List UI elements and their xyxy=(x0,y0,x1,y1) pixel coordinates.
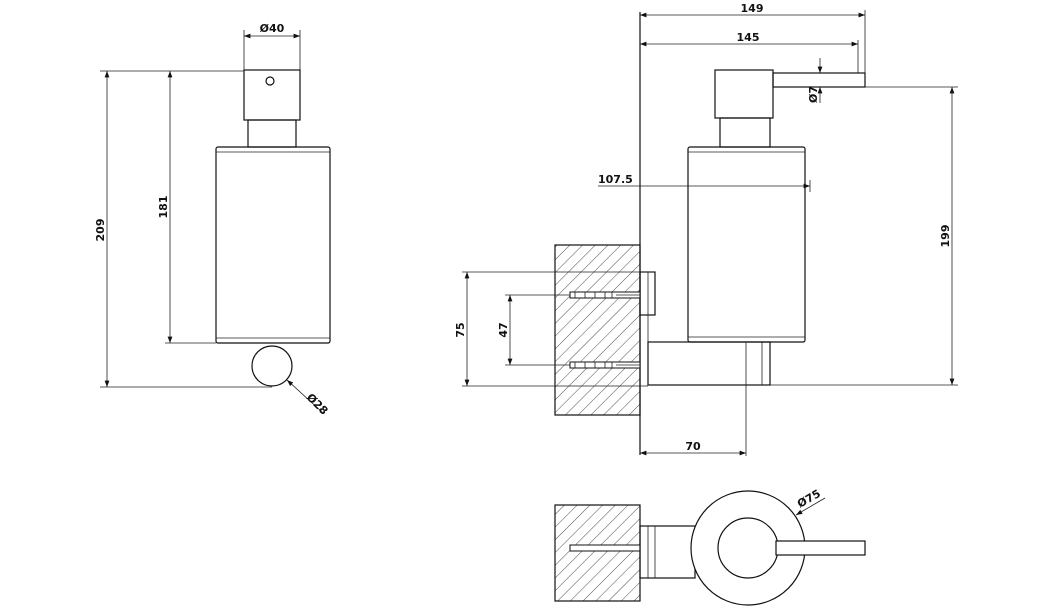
screw-anchor-bottom xyxy=(569,361,641,369)
top-spout xyxy=(775,540,866,556)
ball-joint xyxy=(251,345,293,387)
dim-spout-depth: 145 xyxy=(737,31,760,44)
dim-total-height: 209 xyxy=(94,219,107,242)
front-view: Ø40 209 181 Ø28 xyxy=(94,22,331,418)
top-screw-anchor xyxy=(569,544,641,552)
dim-arm-depth: 70 xyxy=(685,440,701,453)
spout xyxy=(772,72,866,88)
dim-axis-depth: 107.5 xyxy=(598,173,633,186)
side-pump-neck xyxy=(719,117,771,148)
top-view: Ø75 xyxy=(554,487,866,606)
pump-neck xyxy=(247,119,297,148)
dim-body-height: 181 xyxy=(157,196,170,219)
side-pump-head xyxy=(714,69,774,119)
dim-spout-diameter: Ø7 xyxy=(807,86,820,103)
fixing-plate xyxy=(639,271,656,316)
wall-arm xyxy=(647,341,771,386)
dim-side-height: 199 xyxy=(939,225,952,248)
dim-ball-diameter: Ø28 xyxy=(304,391,331,418)
side-body xyxy=(687,146,806,343)
wall-section xyxy=(554,244,641,416)
dim-total-depth: 149 xyxy=(741,2,764,15)
dim-screw-spacing: 47 xyxy=(497,322,510,337)
dim-fixing-plate: 75 xyxy=(454,322,467,337)
dispenser-body xyxy=(215,146,331,344)
pump-hole xyxy=(265,76,275,86)
screw-anchor-top xyxy=(569,291,641,299)
side-view: 149 145 Ø7 107.5 199 75 47 70 xyxy=(454,2,958,456)
dim-pump-diameter: Ø40 xyxy=(260,22,285,35)
top-wall-section xyxy=(554,504,641,602)
